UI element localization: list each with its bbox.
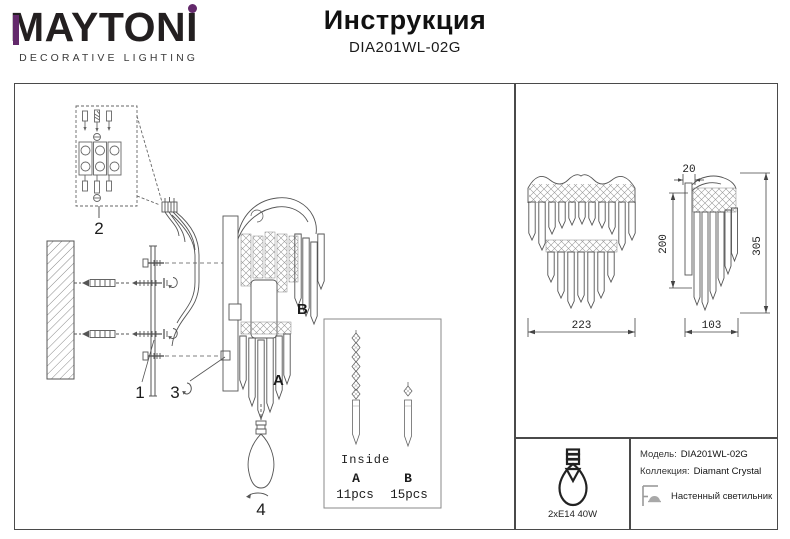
- lamp-body: [222, 197, 325, 421]
- spec-vertical-divider: [629, 439, 631, 529]
- dimension-drawings: 223: [527, 164, 770, 337]
- dim-crystal-height: [669, 192, 692, 289]
- content-frame: 2: [14, 83, 778, 530]
- inside-title: Inside: [341, 453, 390, 467]
- model-row: Модель: DIA201WL-02G: [640, 449, 777, 460]
- front-tier1-prisms: [528, 201, 636, 252]
- dim-front-width: [527, 318, 636, 337]
- collection-label: Коллекция:: [640, 466, 690, 477]
- part3-hook-icon: [182, 382, 192, 395]
- inside-item-a-label: A: [352, 471, 360, 486]
- side-view: [684, 175, 738, 312]
- wall-section: [46, 240, 75, 380]
- front-tier2-prisms: [547, 251, 615, 310]
- dim-side-width: [684, 318, 739, 337]
- logo-purple-dot-icon: [188, 4, 198, 13]
- terminal-strip: [78, 141, 122, 176]
- logo-text: MAYTONI: [10, 4, 199, 50]
- wire-connector: [161, 197, 178, 213]
- bolt-top: [142, 258, 223, 268]
- model-value: DIA201WL-02G: [680, 449, 748, 460]
- fixture-type-label: Настенный светильник: [671, 490, 773, 502]
- main-vertical-divider: [514, 84, 516, 529]
- crystal-a-label: A: [273, 372, 284, 389]
- collection-row: Коллекция: Diamant Crystal: [640, 466, 777, 477]
- dim-total-height: [740, 172, 770, 314]
- bulb-spec-cell: 2xE14 40W: [516, 439, 629, 529]
- dim-20-label: 20: [682, 164, 695, 176]
- wire-pins-top: [82, 109, 112, 132]
- assembly-diagram: 2: [46, 105, 442, 519]
- dim-103-label: 103: [702, 320, 722, 332]
- bulb-spec-label: 2xE14 40W: [547, 509, 598, 520]
- product-info-cell: Модель: DIA201WL-02G Коллекция: Diamant …: [631, 439, 777, 529]
- collection-value: Diamant Crystal: [693, 466, 762, 477]
- title-block: Инструкция DIA201WL-02G: [295, 5, 515, 56]
- inside-item-a-qty: 11pcs: [336, 488, 374, 502]
- bulb-drawing: [246, 404, 275, 499]
- part1-leader: [141, 339, 155, 383]
- part3-label: 3: [170, 383, 179, 402]
- logo-wordmark: MAYTONI: [10, 3, 198, 52]
- inside-item-b-label: B: [404, 471, 412, 486]
- side-prisms: [693, 207, 738, 312]
- anchor-screw-row-2: [74, 328, 178, 340]
- mounting-bracket: [149, 245, 157, 397]
- dim-top-depth: [674, 174, 704, 185]
- crystal-b-label: B: [297, 301, 308, 318]
- logo-purple-stroke: [13, 15, 19, 45]
- part4-label: 4: [256, 500, 265, 519]
- terminal-block-detail: [75, 105, 163, 218]
- maytoni-logo: MAYTONI DECORATIVE LIGHTING: [10, 3, 198, 64]
- part2-label: 2: [94, 219, 103, 238]
- bulb-icon: [557, 448, 588, 507]
- anchor-screw-row-1: [74, 277, 178, 289]
- wire-pins-bottom: [82, 175, 112, 194]
- spec-horizontal-divider: [516, 437, 777, 439]
- part3-leader: [189, 356, 226, 382]
- model-number: DIA201WL-02G: [349, 39, 461, 56]
- supply-wires: [164, 211, 200, 347]
- crystal-strand-a: [351, 330, 361, 446]
- logo-subtitle: DECORATIVE LIGHTING: [19, 52, 199, 65]
- crystal-strand-b: [403, 382, 413, 448]
- inside-item-b-qty: 15pcs: [390, 488, 428, 502]
- dim-305-label: 305: [752, 236, 764, 256]
- part1-label: 1: [135, 383, 144, 402]
- inside-parts-box: Inside A B 11pcs 15pcs: [323, 318, 442, 509]
- dim-200-label: 200: [658, 234, 670, 254]
- front-view: [527, 174, 636, 310]
- dim-223-label: 223: [572, 320, 592, 332]
- wall-lamp-icon: [642, 485, 661, 506]
- fixture-type-row: Настенный светильник: [640, 484, 777, 508]
- page-title: Инструкция: [323, 5, 487, 35]
- bolt-bottom: [142, 350, 231, 361]
- model-label: Модель:: [640, 449, 677, 460]
